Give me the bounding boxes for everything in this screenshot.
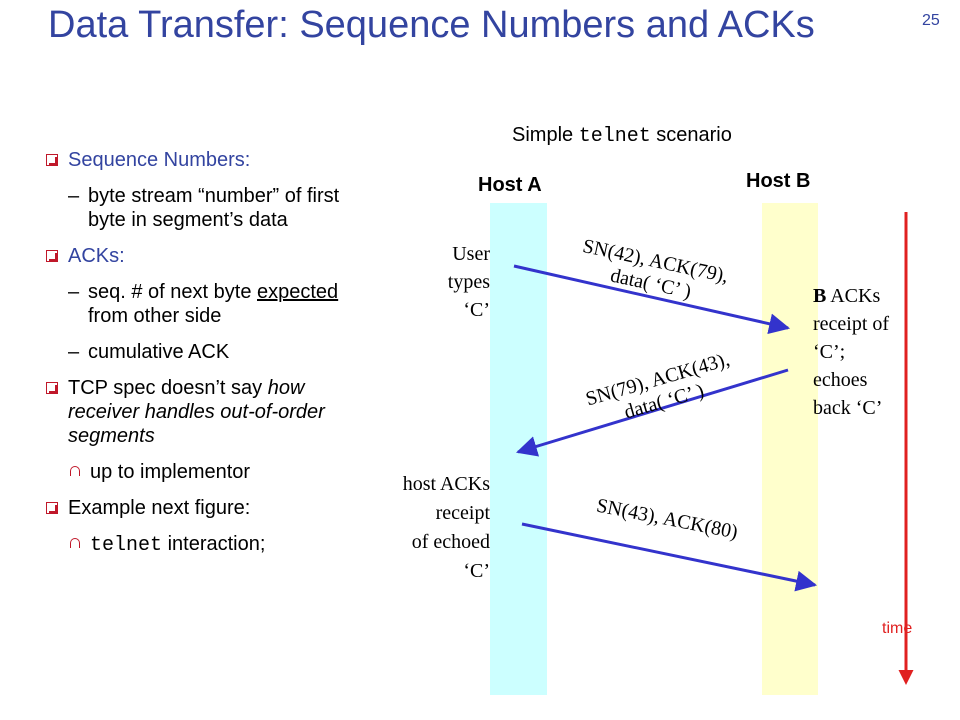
- segment-3-arrow: [521, 522, 818, 592]
- sub-bullet-implementor: up to implementor: [46, 460, 376, 484]
- arc-bullet-icon: [70, 466, 80, 476]
- sub-bullet-cumulative: – cumulative ACK: [68, 341, 230, 363]
- sub-bullet-next-byte: – seq. # of next byte expected from othe…: [68, 281, 339, 327]
- note-user-types: User types ‘C’: [447, 243, 490, 321]
- dash-bullet: –: [68, 341, 80, 363]
- note-host-acks: host ACKs receipt of echoed ‘C’: [402, 473, 490, 582]
- sub-bullet-byte-stream: – byte stream “number” of first byte in …: [68, 185, 340, 231]
- segment-1-arrow: [513, 264, 791, 335]
- checkbox-bullet-icon: [46, 154, 58, 166]
- bullet-list: Sequence Numbers: – byte stream “number”…: [46, 148, 376, 570]
- expected-word: expected: [257, 281, 339, 303]
- note-b-acks: B ACKs receipt of ‘C’; echoes back ‘C’: [813, 285, 890, 419]
- bullet-tcp-spec: TCP spec doesn’t say how receiver handle…: [46, 376, 376, 448]
- host-a-timeline: [490, 203, 547, 695]
- sub-bullet-telnet: telnet interaction;: [46, 532, 376, 558]
- host-b-label: Host B: [746, 170, 811, 192]
- dash-bullet: –: [68, 185, 80, 207]
- bullet-example: Example next figure:: [46, 496, 376, 520]
- checkbox-bullet-icon: [46, 382, 58, 394]
- checkbox-bullet-icon: [46, 502, 58, 514]
- checkbox-bullet-icon: [46, 250, 58, 262]
- host-b-timeline: [762, 203, 818, 695]
- segment-2-arrow: [515, 368, 789, 457]
- bullet-sequence-numbers: Sequence Numbers:: [46, 148, 376, 172]
- time-label: time: [882, 620, 913, 637]
- slide-number: 25: [922, 12, 940, 29]
- dash-bullet: –: [68, 281, 80, 303]
- slide-title: Data Transfer: Sequence Numbers and ACKs: [48, 4, 815, 46]
- arc-bullet-icon: [70, 538, 80, 548]
- bullet-acks: ACKs:: [46, 244, 376, 268]
- host-a-label: Host A: [478, 174, 542, 196]
- diagram-caption: Simple telnet scenario: [512, 124, 732, 148]
